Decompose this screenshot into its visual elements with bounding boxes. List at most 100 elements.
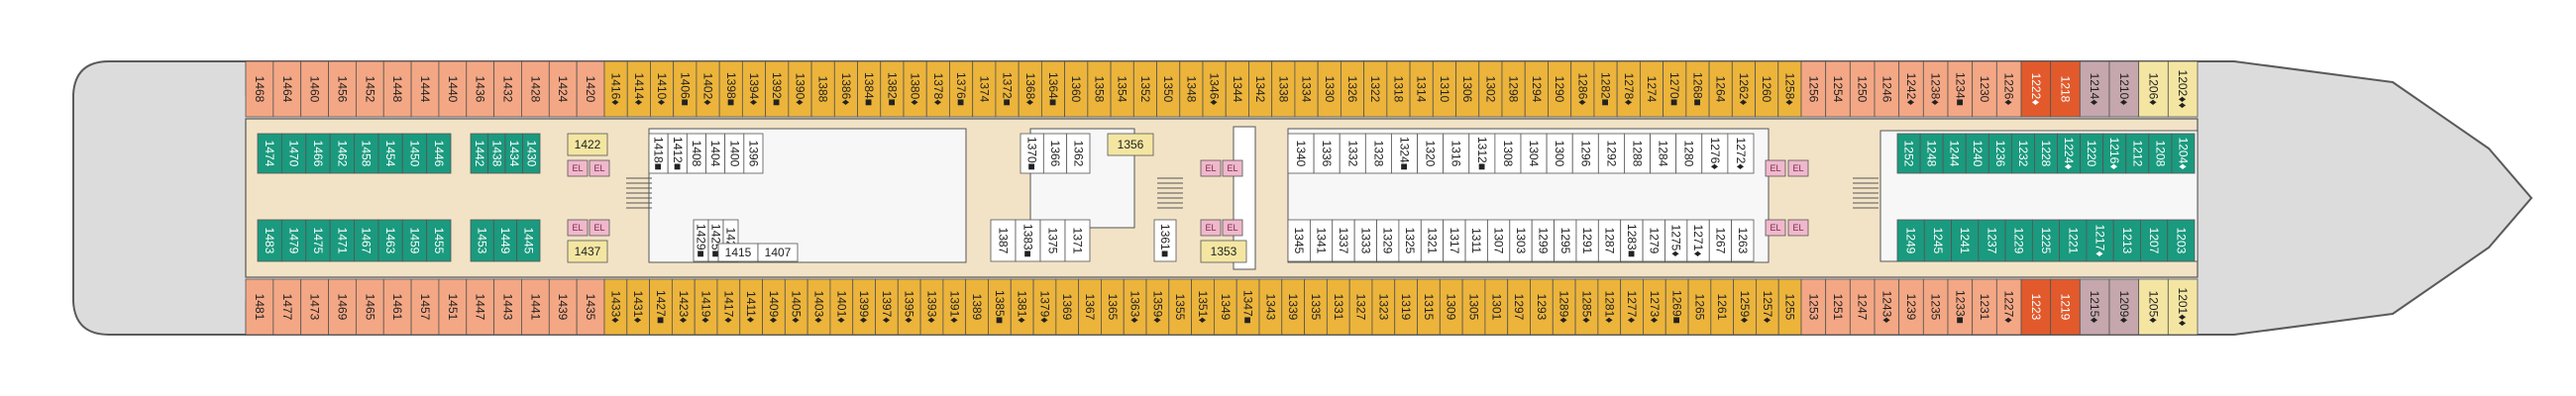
cabin-number: 1427■ bbox=[654, 290, 668, 324]
cabin-number: 1348 bbox=[1184, 76, 1198, 103]
cabin-number: 1411♦ bbox=[744, 291, 758, 323]
cabin-number: 1290 bbox=[1553, 76, 1566, 103]
cabin-number: 1244 bbox=[1948, 141, 1962, 167]
cabin bbox=[328, 278, 357, 336]
cabin-number: 1400 bbox=[727, 141, 741, 167]
cabin-number: 1300 bbox=[1553, 141, 1566, 167]
cabin-number: 1355 bbox=[1173, 294, 1187, 321]
cabin-number: 1414♦ bbox=[632, 73, 646, 106]
cabin bbox=[2138, 278, 2169, 336]
cabin-number: 1407 bbox=[765, 246, 792, 259]
cabin-number: 1309 bbox=[1445, 294, 1458, 321]
cabin-number: 1362 bbox=[1071, 141, 1085, 167]
cabin-number: 1317 bbox=[1448, 228, 1461, 254]
cabin-number: EL bbox=[1205, 223, 1216, 233]
cabin-number: 1437 bbox=[575, 245, 601, 258]
cabin-number: 1329 bbox=[1381, 228, 1395, 254]
cabin bbox=[328, 60, 357, 118]
cabin-number: 1302 bbox=[1483, 76, 1497, 103]
cabin-number: 1263 bbox=[1736, 228, 1750, 254]
cabin-number: 1289♦ bbox=[1557, 291, 1571, 324]
cabin-number: 1257♦ bbox=[1761, 291, 1774, 324]
cabin-number: 1280 bbox=[1682, 141, 1696, 167]
cabin-number: 1378♦ bbox=[931, 73, 945, 106]
cabin-number: 1473 bbox=[308, 294, 322, 321]
cabin bbox=[329, 219, 355, 262]
cabin-number: 1281♦ bbox=[1602, 291, 1616, 324]
cabin bbox=[1947, 60, 1974, 118]
cabin-number: 1457 bbox=[418, 294, 432, 321]
cabin bbox=[2138, 60, 2169, 118]
cabin-number: 1271♦ bbox=[1691, 225, 1705, 257]
cabin-number: 1449 bbox=[498, 228, 512, 254]
cabin-number: 1292 bbox=[1604, 141, 1618, 167]
cabin-number: 1371 bbox=[1071, 228, 1085, 254]
cabin-number: 1303 bbox=[1514, 228, 1528, 254]
cabin-number: 1469 bbox=[335, 294, 349, 321]
cabin-number: 1260 bbox=[1760, 76, 1773, 103]
cabin-number: 1447 bbox=[474, 294, 487, 321]
cabin-number: EL bbox=[572, 223, 583, 233]
cabin-number: 1399♦ bbox=[857, 291, 871, 324]
cabin-number: 1273♦ bbox=[1648, 291, 1662, 324]
cabin-number: 1325 bbox=[1403, 228, 1417, 254]
cabin-number: 1314 bbox=[1415, 76, 1429, 103]
cabin bbox=[2079, 60, 2110, 118]
cabin-number: 1215♦ bbox=[2088, 291, 2101, 324]
cabin-number: 1436 bbox=[474, 76, 487, 103]
cabin-number: 1256 bbox=[1806, 76, 1820, 103]
cabin-number: 1393♦ bbox=[924, 291, 938, 324]
cabin bbox=[245, 278, 274, 336]
cabin-number: 1344 bbox=[1231, 76, 1244, 103]
cabin-number: 1265 bbox=[1692, 294, 1706, 321]
cabin bbox=[1849, 60, 1876, 118]
cabin bbox=[1650, 133, 1677, 174]
cabin-number: 1297 bbox=[1512, 294, 1526, 321]
cabin bbox=[1701, 133, 1729, 174]
cabin bbox=[1417, 133, 1445, 174]
cabin-number: 1475 bbox=[311, 228, 325, 254]
cabin bbox=[1731, 219, 1755, 262]
cabin bbox=[1972, 278, 1997, 336]
cabin-number: 1202♦♦ bbox=[2176, 70, 2190, 109]
cabin bbox=[2079, 278, 2110, 336]
cabin-number: 1204♦ bbox=[2176, 138, 2190, 170]
cabin-number: 1415 bbox=[725, 246, 752, 259]
elevator bbox=[1222, 219, 1243, 237]
cabin bbox=[2004, 219, 2033, 262]
cabin-number: 1466 bbox=[311, 141, 325, 167]
cabin-number: 1340 bbox=[1294, 141, 1308, 167]
cabin-number: 1390♦ bbox=[793, 73, 806, 106]
cabin-number: 1288 bbox=[1631, 141, 1645, 167]
cabin-number: 1483 bbox=[263, 228, 276, 254]
cabin-number: 1406■ bbox=[678, 72, 692, 106]
cabin-number: 1359♦ bbox=[1150, 291, 1164, 324]
cabin bbox=[1571, 133, 1599, 174]
cabin-number: 1418■ bbox=[652, 137, 666, 170]
cabin-number: 1321 bbox=[1425, 228, 1439, 254]
cabin-number: 1222♦ bbox=[2029, 73, 2043, 106]
cabin bbox=[1727, 133, 1755, 174]
cabin-number: 1424 bbox=[556, 76, 570, 103]
cabin-number: EL bbox=[1770, 163, 1780, 173]
cabin-number: 1327 bbox=[1354, 294, 1368, 321]
cabin-number: 1404 bbox=[708, 141, 722, 167]
cabin bbox=[522, 133, 541, 174]
cabin-number: 1341 bbox=[1315, 228, 1329, 254]
cabin-number: 1339 bbox=[1286, 294, 1300, 321]
cabin-number: 1454 bbox=[383, 141, 397, 167]
cabin-number: 1370■ bbox=[1025, 137, 1039, 170]
cabin-number: 1398■ bbox=[724, 72, 738, 106]
cabin bbox=[280, 133, 307, 174]
cabin-number: 1442 bbox=[473, 141, 486, 167]
cabin bbox=[305, 219, 331, 262]
cabin-number: 1296 bbox=[1578, 141, 1592, 167]
cabin-number: EL bbox=[593, 223, 604, 233]
elevator bbox=[567, 219, 589, 237]
cabin bbox=[2050, 60, 2081, 118]
cabin-number: 1238♦ bbox=[1929, 73, 1943, 106]
cabin-number: 1301 bbox=[1489, 294, 1503, 321]
cabin-number: 1323 bbox=[1376, 294, 1390, 321]
cabin bbox=[2171, 133, 2196, 174]
cabin-number: EL bbox=[593, 163, 604, 173]
